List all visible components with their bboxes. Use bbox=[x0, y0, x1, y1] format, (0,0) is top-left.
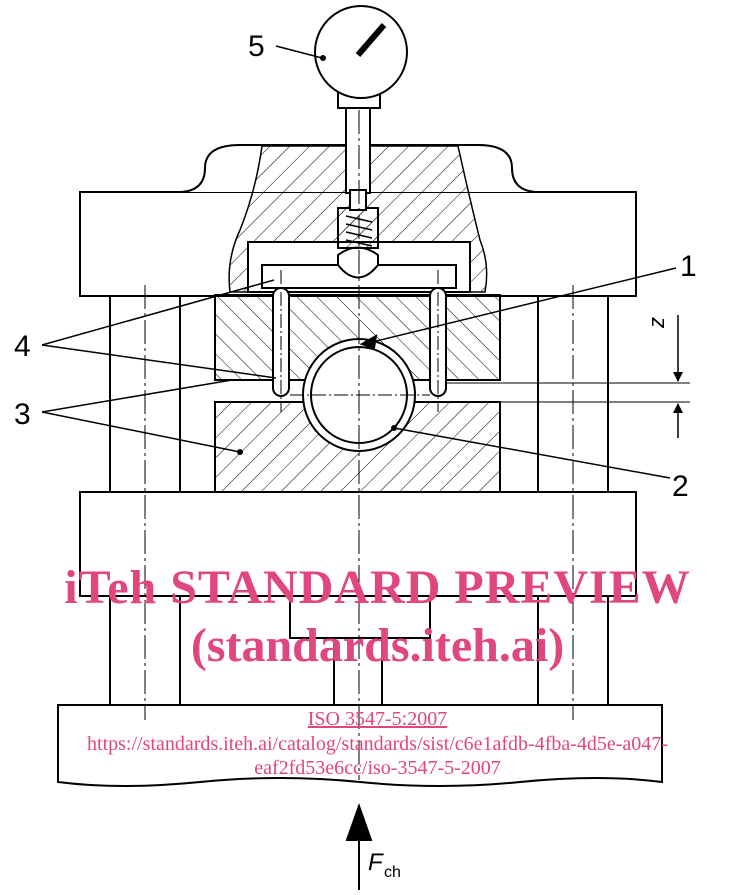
ram-block bbox=[289, 595, 431, 639]
callout-5: 5 bbox=[248, 30, 265, 63]
base-plate bbox=[57, 704, 663, 787]
watermark-standard-link[interactable]: ISO 3547-5:2007 bbox=[307, 708, 448, 730]
ram-stem bbox=[333, 637, 383, 706]
gauge-spindle bbox=[345, 104, 371, 194]
watermark-title: iTeh STANDARD PREVIEW bbox=[64, 561, 691, 614]
callout-3: 3 bbox=[14, 398, 31, 431]
dial-needle bbox=[355, 23, 387, 57]
watermark-url-line2: eaf2fd53e6cc/iso-3547-5-2007 bbox=[254, 757, 501, 779]
ball-seat bbox=[337, 246, 379, 279]
callout-1: 1 bbox=[680, 250, 697, 283]
callout-4: 4 bbox=[14, 330, 31, 363]
dimension-z-label: z bbox=[644, 317, 669, 329]
leader-2 bbox=[393, 427, 671, 479]
leader-1-arrowhead bbox=[359, 334, 378, 350]
leader-4a bbox=[41, 279, 275, 346]
watermark-site: (standards.iteh.ai) bbox=[190, 619, 565, 672]
leader-3a bbox=[41, 379, 233, 413]
leader-3b-dot bbox=[237, 449, 243, 455]
watermark-url-line1: https://standards.iteh.ai/catalog/standa… bbox=[87, 733, 668, 755]
callout-2: 2 bbox=[672, 470, 689, 503]
leader-5 bbox=[275, 45, 323, 59]
spindle-spring-housing bbox=[337, 207, 379, 249]
force-subscript: ch bbox=[384, 864, 401, 881]
spindle-neck bbox=[349, 189, 367, 211]
leader-1 bbox=[367, 267, 677, 344]
force-symbol: F bbox=[368, 849, 384, 876]
leader-5-dot bbox=[320, 55, 326, 61]
leader-2-dot bbox=[391, 425, 397, 431]
leader-4b bbox=[41, 344, 277, 379]
load-arrow-icon bbox=[345, 802, 373, 841]
lower-platen bbox=[79, 491, 637, 597]
leader-3b bbox=[41, 411, 241, 453]
